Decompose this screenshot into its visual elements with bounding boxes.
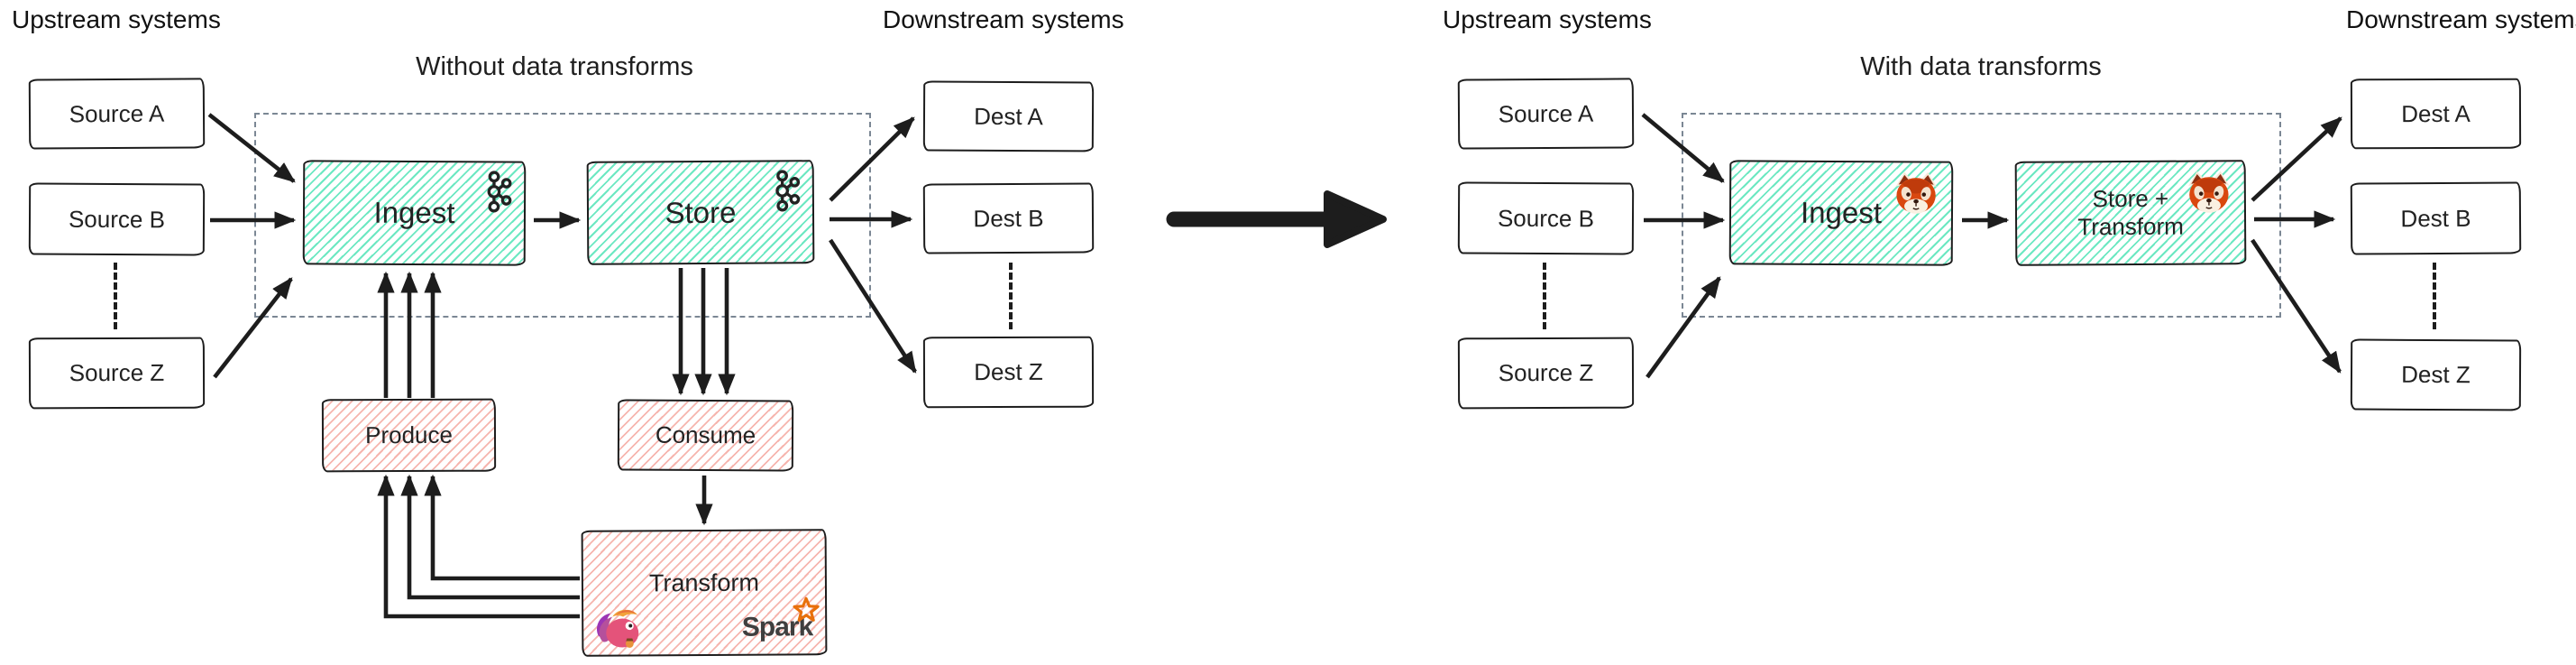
left-source-b-label: Source B (68, 205, 166, 233)
right-dest-a-label: Dest A (2401, 99, 2471, 127)
left-store-label: Store (665, 195, 737, 229)
left-ingest-label: Ingest (373, 195, 455, 230)
right-section-label: With data transforms (1860, 52, 2102, 81)
redpanda-logo (1895, 171, 1937, 214)
left-dest-z-label: Dest Z (974, 357, 1043, 386)
left-produce-label: Produce (365, 420, 453, 449)
left-store-box: Store (586, 160, 815, 265)
spark-star-icon (793, 596, 820, 622)
right-dests-ellipsis-connector (2433, 263, 2436, 329)
left-pipeline-boundary (254, 113, 871, 318)
right-source-a-box: Source A (1457, 78, 1635, 150)
right-store-transform-label-line1: Store + (2092, 185, 2169, 213)
left-dest-a-box: Dest A (922, 80, 1095, 152)
right-dest-a-box: Dest A (2350, 78, 2522, 150)
left-dest-b-box: Dest B (922, 182, 1095, 254)
right-ingest-label: Ingest (1800, 195, 1883, 230)
left-source-a-label: Source A (69, 99, 165, 127)
left-consume-label: Consume (655, 420, 756, 449)
right-source-z-label: Source Z (1498, 358, 1594, 387)
right-dest-b-box: Dest B (2350, 181, 2522, 255)
left-source-z-label: Source Z (69, 358, 165, 387)
left-dest-b-label: Dest B (973, 204, 1044, 232)
arrow-left-transform-to-produce-1 (424, 474, 580, 581)
left-source-z-box: Source Z (28, 337, 206, 410)
arrow-left-transform-to-produce-3 (377, 474, 580, 619)
left-produce-box: Produce (321, 398, 497, 473)
right-source-z-box: Source Z (1457, 337, 1635, 410)
left-source-b-box: Source B (28, 182, 206, 256)
right-source-a-label: Source A (1498, 99, 1594, 127)
right-store-transform-label-line2: Transform (2077, 212, 2184, 241)
spark-logo: Spark (742, 596, 820, 642)
left-consume-box: Consume (617, 399, 794, 472)
right-dest-z-label: Dest Z (2401, 360, 2471, 389)
left-transform-label: Transform (648, 568, 760, 597)
left-transform-box: Transform Spark (581, 529, 828, 657)
left-ingest-box: Ingest (302, 160, 527, 266)
right-source-b-box: Source B (1457, 181, 1635, 255)
right-store-transform-box: Store + Transform (2014, 160, 2247, 266)
left-source-a-box: Source A (28, 78, 206, 150)
right-dest-b-label: Dest B (2400, 204, 2471, 232)
left-dest-a-label: Dest A (974, 102, 1043, 130)
left-upstream-title: Upstream systems (12, 5, 221, 33)
kafka-logo-icon (487, 171, 512, 213)
kafka-logo-icon (775, 170, 801, 212)
arrow-left-transform-to-produce-2 (400, 474, 580, 600)
right-dest-z-box: Dest Z (2350, 338, 2522, 411)
right-sources-ellipsis-connector (1543, 263, 1546, 329)
left-section-label: Without data transforms (416, 52, 693, 81)
flink-squirrel-logo (597, 609, 639, 648)
redpanda-logo (2188, 171, 2230, 213)
right-pipeline-boundary (1682, 113, 2281, 318)
left-dest-z-box: Dest Z (922, 336, 1095, 409)
left-downstream-title: Downstream systems (883, 5, 1124, 33)
right-upstream-title: Upstream systems (1443, 5, 1652, 33)
right-ingest-box: Ingest (1728, 160, 1954, 266)
right-downstream-title: Downstream systems (2346, 5, 2576, 33)
left-dests-ellipsis-connector (1009, 263, 1013, 329)
big-transition-arrow (1166, 190, 1387, 248)
left-sources-ellipsis-connector (114, 263, 117, 329)
right-source-b-label: Source B (1497, 204, 1595, 232)
